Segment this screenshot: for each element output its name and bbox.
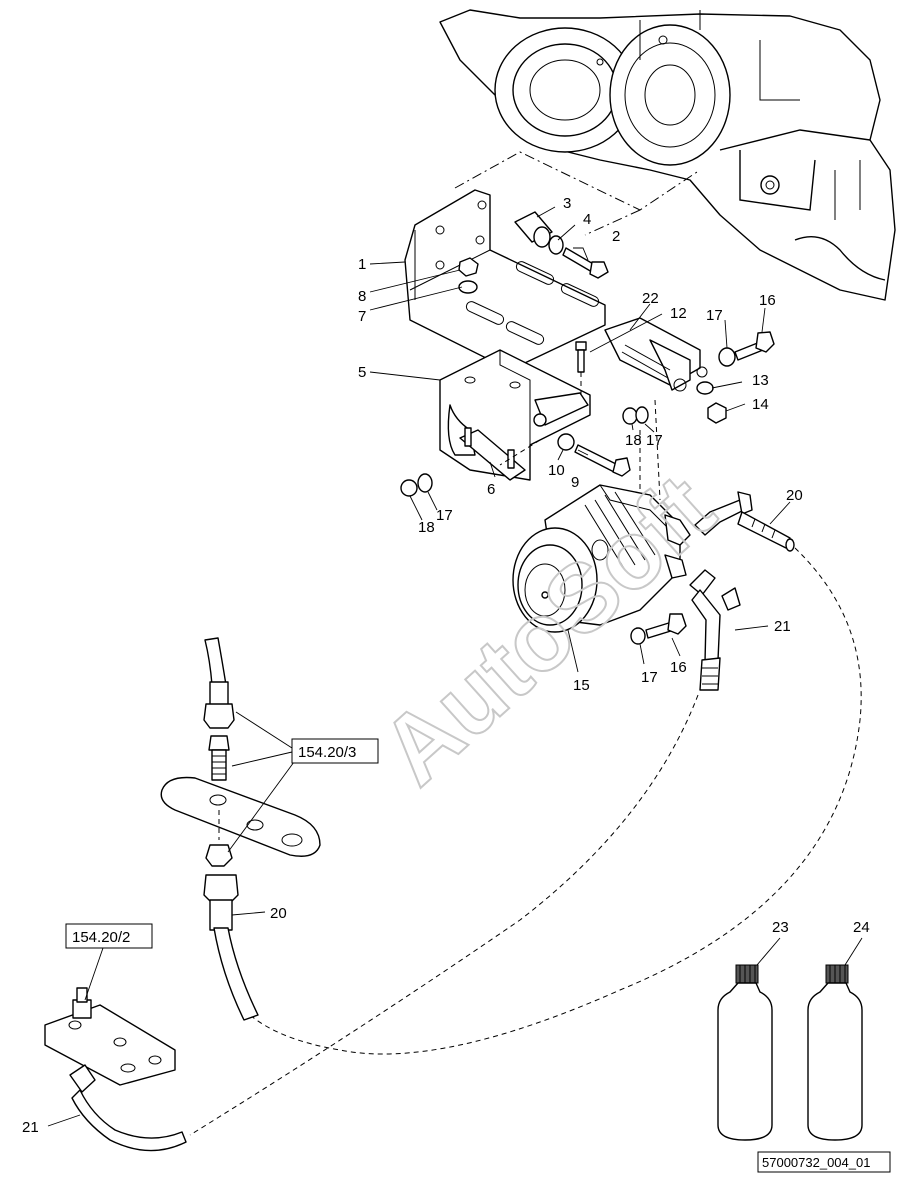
callout-labels: 1 2 3 4 5 6 7 8 9 10 12 13 14 15 16 16 1… bbox=[22, 195, 870, 1136]
nut-18-middle bbox=[622, 407, 638, 425]
washer-4 bbox=[548, 235, 564, 255]
spacer-3 bbox=[514, 211, 553, 248]
support-bracket-5 bbox=[439, 349, 591, 481]
washer-17-left bbox=[417, 473, 433, 493]
bolt-2 bbox=[562, 247, 609, 279]
callout-17-upper: 17 bbox=[706, 307, 723, 324]
oil-bottle-23 bbox=[717, 964, 773, 1141]
callout-13: 13 bbox=[752, 372, 769, 389]
washer-10 bbox=[557, 433, 575, 451]
drawing-number-box: 57000732_004_01 bbox=[757, 1151, 891, 1173]
hose-21-upper bbox=[689, 569, 741, 691]
callout-15: 15 bbox=[573, 677, 590, 694]
callout-4: 4 bbox=[583, 211, 591, 228]
engine-block bbox=[439, 9, 896, 301]
callout-16-upper: 16 bbox=[759, 292, 776, 309]
callout-18-middle: 18 bbox=[625, 432, 642, 449]
washer-17-upper bbox=[718, 347, 736, 367]
callout-8: 8 bbox=[358, 288, 366, 305]
compressor-15 bbox=[512, 484, 691, 633]
callout-16-lower: 16 bbox=[670, 659, 687, 676]
callout-3: 3 bbox=[563, 195, 571, 212]
reference-label-154-20-3[interactable]: 154.20/3 bbox=[298, 744, 356, 761]
washer-13 bbox=[696, 381, 714, 395]
callout-14: 14 bbox=[752, 396, 769, 413]
callout-18-left: 18 bbox=[418, 519, 435, 536]
reference-box-154-20-2[interactable]: 154.20/2 bbox=[65, 923, 153, 949]
reference-label-154-20-2[interactable]: 154.20/2 bbox=[72, 929, 130, 946]
callout-20-upper: 20 bbox=[786, 487, 803, 504]
callout-17-middle: 17 bbox=[646, 432, 663, 449]
callout-7: 7 bbox=[358, 308, 366, 325]
callout-20-lower: 20 bbox=[270, 905, 287, 922]
plate-6 bbox=[459, 427, 526, 481]
callout-1: 1 bbox=[358, 256, 366, 273]
hose-21-lower bbox=[69, 1064, 187, 1152]
bracket-22 bbox=[604, 317, 708, 392]
bulkhead-plate bbox=[44, 987, 176, 1086]
callout-2: 2 bbox=[612, 228, 620, 245]
callout-5: 5 bbox=[358, 364, 366, 381]
callout-6: 6 bbox=[487, 481, 495, 498]
callout-22: 22 bbox=[642, 290, 659, 307]
bolt-9 bbox=[574, 444, 631, 477]
hose-20-upper bbox=[694, 491, 795, 552]
nut-14 bbox=[707, 402, 727, 424]
washer-17-middle bbox=[635, 406, 649, 424]
mounting-plate-1 bbox=[404, 189, 606, 371]
bolt-16-upper bbox=[734, 331, 775, 361]
reference-box-154-20-3[interactable]: 154.20/3 bbox=[291, 738, 379, 764]
callout-21-lower: 21 bbox=[22, 1119, 39, 1136]
callout-21-upper: 21 bbox=[774, 618, 791, 635]
callout-17-left: 17 bbox=[436, 507, 453, 524]
callout-24: 24 bbox=[853, 919, 870, 936]
washer-7 bbox=[458, 280, 478, 294]
callout-10: 10 bbox=[548, 462, 565, 479]
callout-17-lower: 17 bbox=[641, 669, 658, 686]
callout-12: 12 bbox=[670, 305, 687, 322]
nut-18-left bbox=[400, 479, 418, 497]
leader-lines bbox=[47, 206, 863, 1127]
callout-23: 23 bbox=[772, 919, 789, 936]
drawing-number: 57000732_004_01 bbox=[762, 1155, 870, 1170]
bolt-16-lower bbox=[645, 613, 687, 639]
callout-9: 9 bbox=[571, 474, 579, 491]
washer-17-lower bbox=[630, 627, 646, 645]
pipe-fitting-assembly bbox=[160, 637, 321, 1021]
oil-bottle-24 bbox=[807, 964, 863, 1141]
bolt-12 bbox=[575, 341, 587, 373]
